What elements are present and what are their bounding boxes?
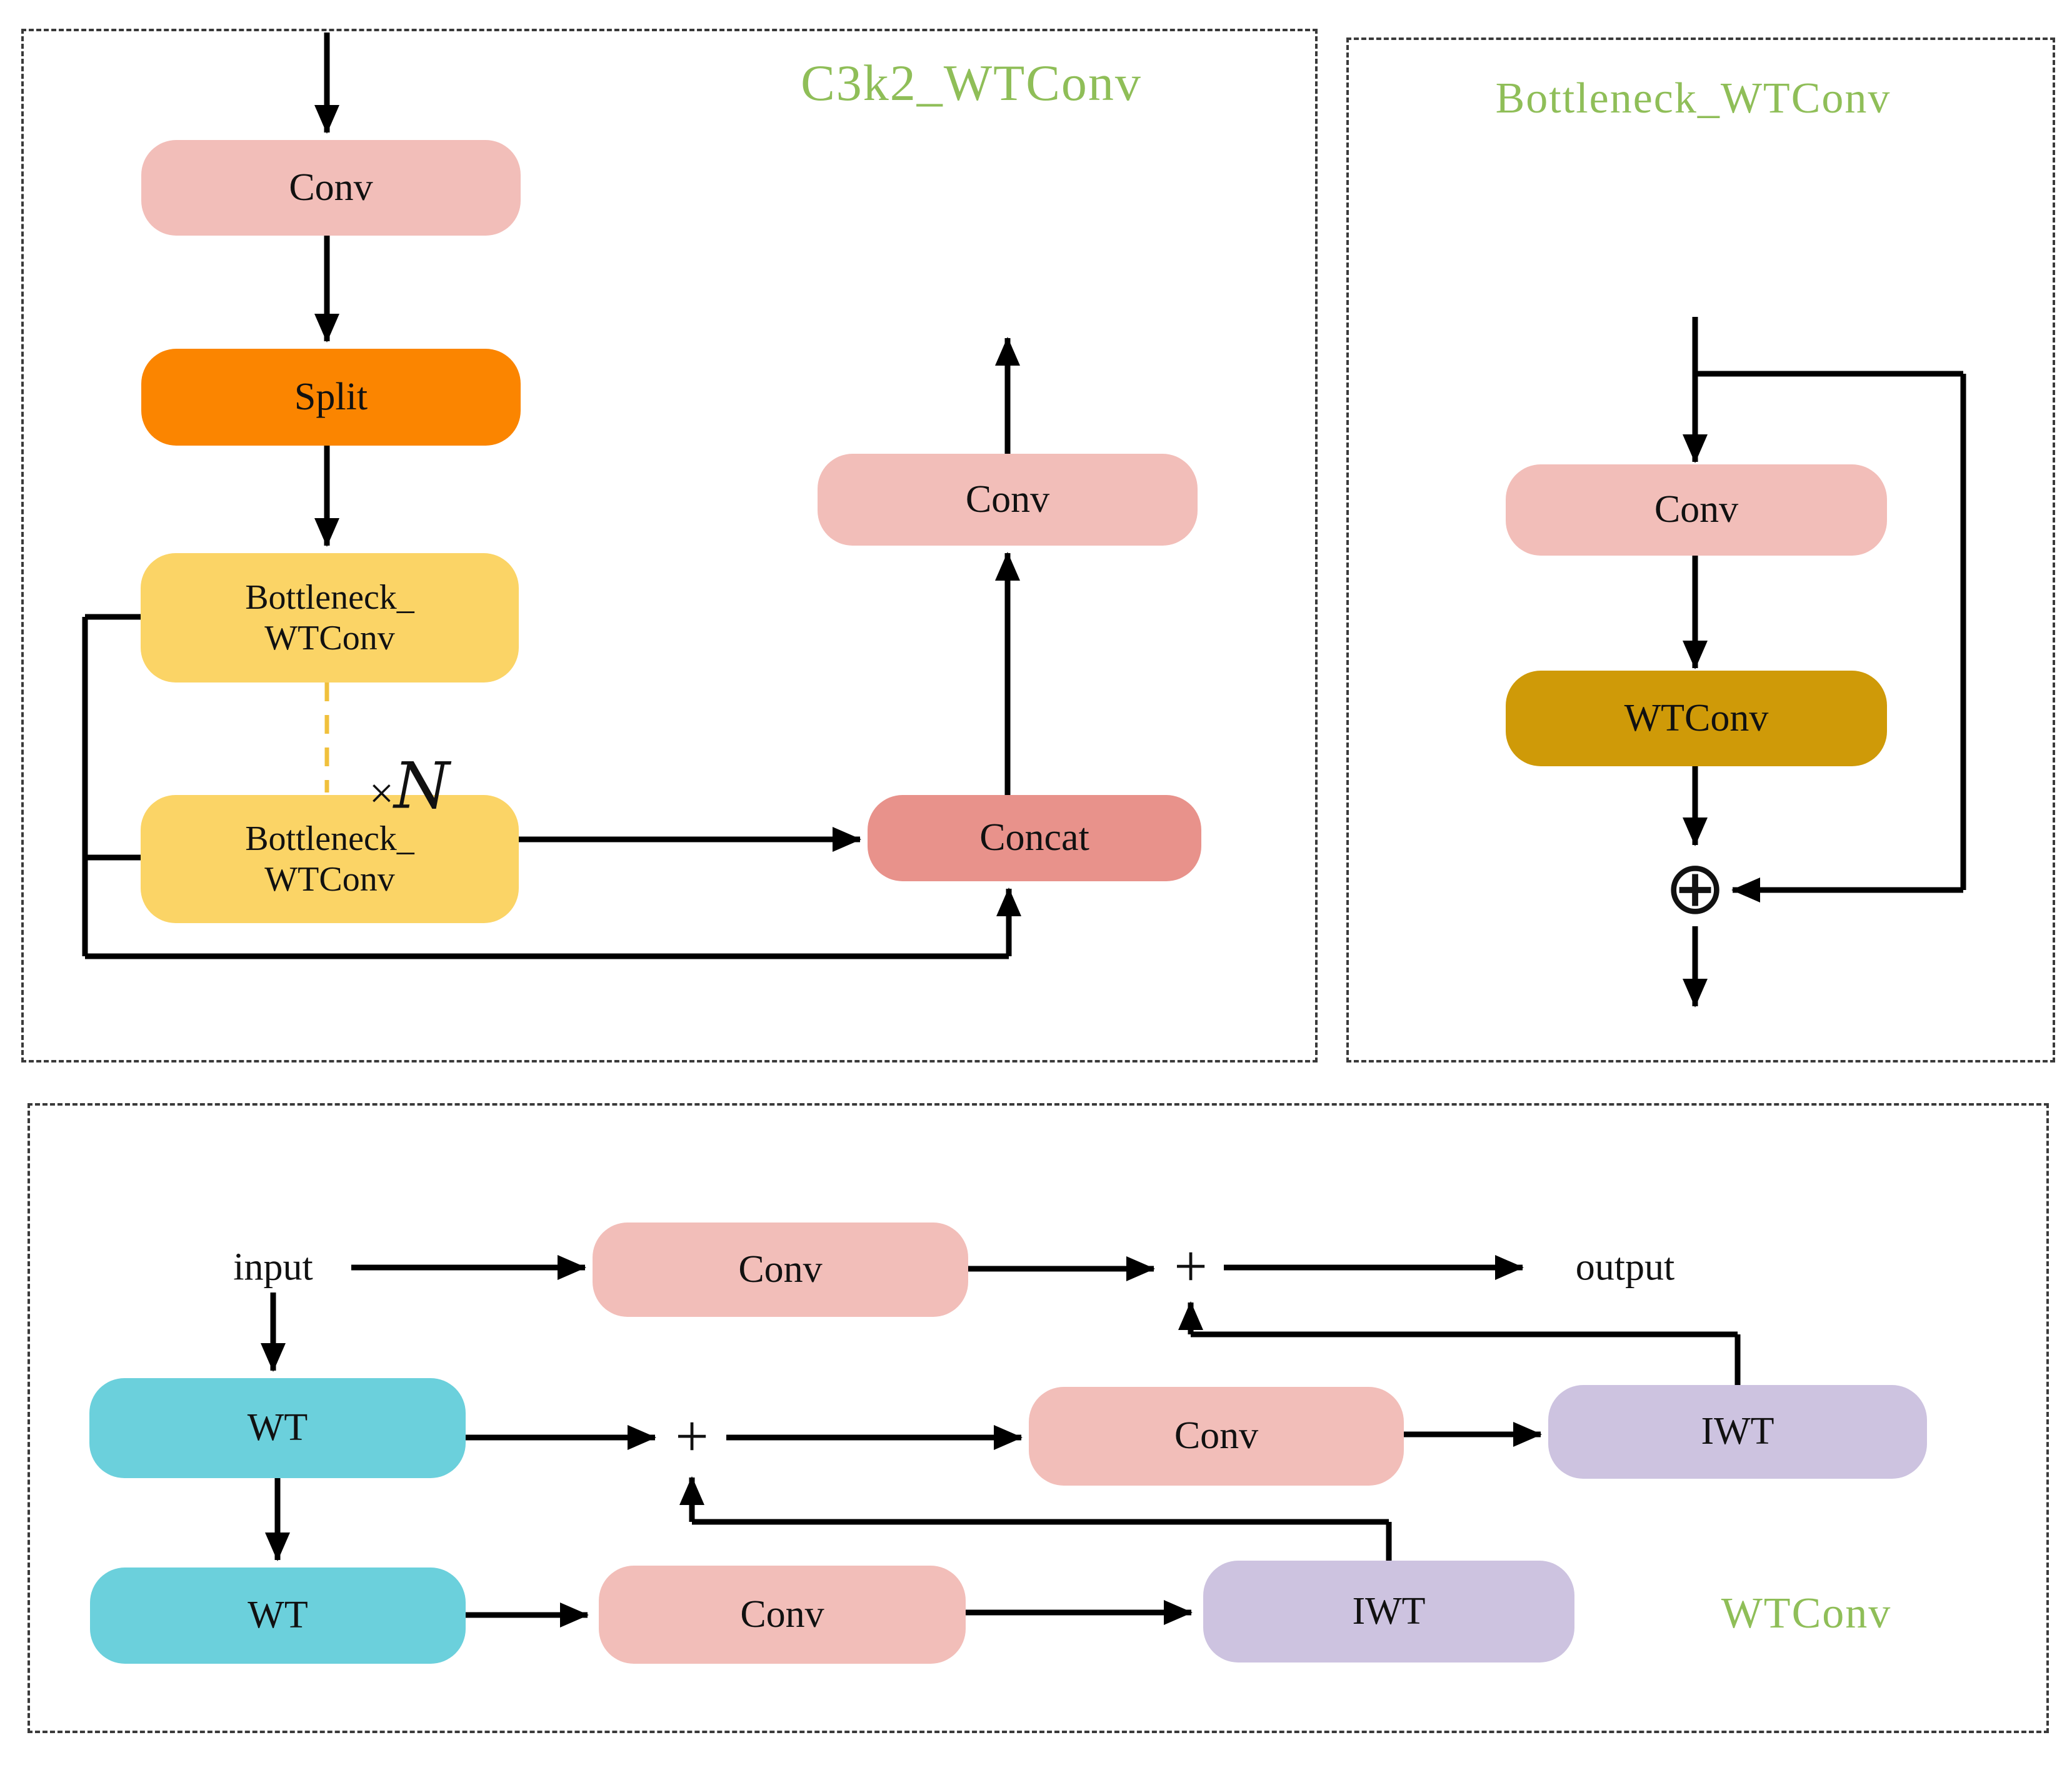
panel-c3k2-wtconv	[21, 29, 1318, 1062]
node-label: Conv	[740, 1592, 824, 1636]
node-bottleneck-wtconv-1: Bottleneck_ WTConv	[141, 553, 519, 682]
node-label-line2: WTConv	[264, 618, 395, 658]
node-conv-mid: Conv	[1029, 1387, 1404, 1486]
node-label-line2: WTConv	[264, 859, 395, 899]
node-label: WT	[248, 1594, 308, 1637]
node-label: WTConv	[1624, 696, 1769, 739]
input-label: input	[233, 1246, 313, 1289]
node-conv-input: Conv	[141, 140, 521, 236]
node-label: Conv	[1174, 1414, 1259, 1458]
node-conv: Conv	[1506, 464, 1887, 556]
node-label: WT	[247, 1406, 308, 1449]
node-wtconv: WTConv	[1506, 671, 1887, 766]
node-label: IWT	[1352, 1589, 1426, 1632]
node-bottleneck-wtconv-2: Bottleneck_ WTConv	[141, 795, 519, 923]
node-label: Concat	[979, 816, 1089, 859]
node-label: Conv	[289, 166, 373, 209]
n-symbol: N	[394, 749, 450, 824]
node-conv-output: Conv	[818, 454, 1198, 546]
panel-bottleneck-wtconv	[1346, 38, 2055, 1062]
residual-add-icon: ⊕	[1664, 844, 1726, 931]
node-label-line1: Bottleneck_	[245, 819, 414, 859]
node-wt-2: WT	[90, 1568, 466, 1664]
node-label: IWT	[1701, 1410, 1774, 1453]
repeat-n-times-label: ×N	[369, 749, 450, 824]
times-symbol: ×	[369, 769, 394, 818]
output-label: output	[1575, 1246, 1675, 1289]
title-bottleneck-wtconv: Bottleneck_WTConv	[1495, 74, 1891, 122]
node-concat: Concat	[868, 795, 1201, 881]
node-label: Conv	[1654, 488, 1739, 531]
node-conv-top: Conv	[593, 1222, 968, 1317]
node-conv-bottom: Conv	[599, 1566, 966, 1664]
node-label: Conv	[738, 1248, 823, 1291]
node-iwt-bottom: IWT	[1203, 1561, 1574, 1662]
node-wt-1: WT	[89, 1378, 466, 1478]
title-c3k2-wtconv: C3k2_WTConv	[801, 54, 1142, 111]
panel-wtconv	[28, 1103, 2049, 1733]
plus-icon-mid: +	[675, 1403, 709, 1469]
node-label: Split	[294, 375, 368, 418]
title-wtconv: WTConv	[1721, 1589, 1892, 1638]
node-label: Conv	[965, 478, 1050, 521]
node-split: Split	[141, 349, 521, 446]
node-iwt-mid: IWT	[1548, 1385, 1927, 1479]
node-label-line1: Bottleneck_	[245, 578, 414, 618]
plus-icon-top: +	[1174, 1233, 1208, 1299]
